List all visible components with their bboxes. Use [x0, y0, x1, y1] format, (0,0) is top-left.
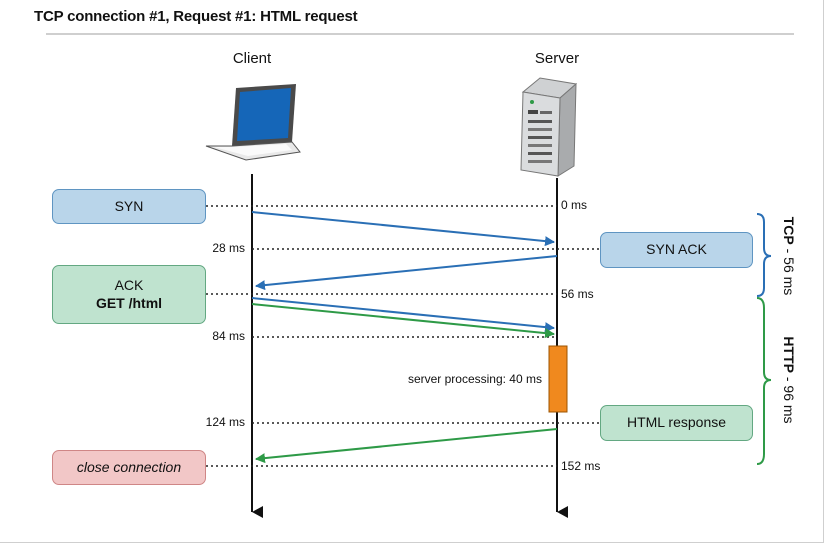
- timestamp-0ms: 0 ms: [561, 198, 588, 212]
- diagram-title: TCP connection #1, Request #1: HTML requ…: [34, 8, 358, 25]
- title-divider: [46, 33, 794, 35]
- timestamp-84ms: 84 ms: [212, 329, 245, 343]
- close-connection-box: close connection: [52, 450, 206, 485]
- syn-arrow: [251, 211, 555, 247]
- ack-label: ACK: [114, 277, 144, 293]
- timestamp-56ms: 56 ms: [561, 287, 594, 301]
- syn-ack-label: SYN ACK: [646, 241, 707, 258]
- laptop-icon: [205, 84, 301, 161]
- server-processing-bar: [548, 345, 568, 413]
- get-arrow: [251, 303, 555, 339]
- syn-label: SYN: [114, 197, 144, 214]
- html-response-label: HTML response: [626, 414, 727, 431]
- ack-get-box: ACK GET /html: [52, 265, 206, 324]
- tcp-phase-duration: - 56 ms: [781, 244, 797, 296]
- syn-box: SYN: [52, 189, 206, 224]
- client-heading: Client: [232, 50, 272, 67]
- tcp-phase-name: TCP: [781, 216, 797, 245]
- server-heading: Server: [534, 50, 580, 67]
- close-connection-label: close connection: [76, 458, 182, 475]
- response-arrow: [255, 428, 558, 464]
- get-label: GET /html: [95, 294, 163, 311]
- server-processing-label: server processing: 40 ms: [407, 372, 542, 386]
- html-response-box: HTML response: [600, 405, 753, 441]
- tcp-phase-label: TCP - 56 ms: [781, 217, 797, 296]
- http-phase-label: HTTP - 96 ms: [781, 336, 797, 423]
- timestamp-28ms: 28 ms: [212, 241, 245, 255]
- ack-arrow: [251, 297, 555, 333]
- time-guides: [206, 205, 600, 467]
- syn-ack-arrow: [255, 255, 558, 291]
- tcp-brace: [756, 213, 772, 297]
- http-brace: [756, 297, 772, 465]
- timestamp-124ms: 124 ms: [205, 415, 245, 429]
- server-icon: [520, 77, 578, 177]
- http-phase-duration: - 96 ms: [781, 372, 797, 424]
- syn-ack-box: SYN ACK: [600, 232, 753, 268]
- http-phase-name: HTTP: [781, 336, 797, 373]
- timestamp-152ms: 152 ms: [561, 459, 601, 473]
